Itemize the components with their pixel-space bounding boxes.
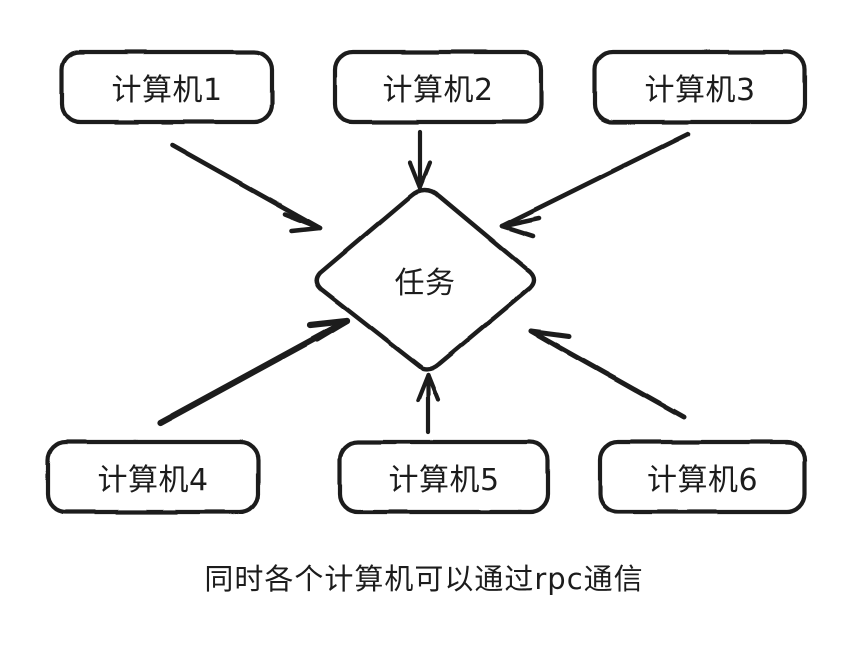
edge-computer-3-to-task bbox=[499, 131, 691, 239]
edge-computer-6-to-task bbox=[528, 328, 687, 420]
nodes-layer bbox=[45, 49, 808, 515]
node-computer-6[interactable] bbox=[597, 439, 808, 515]
node-computer-4[interactable] bbox=[45, 439, 261, 515]
edge-computer-1-to-task bbox=[169, 142, 323, 234]
edge-computer-4-to-task bbox=[156, 317, 351, 427]
node-computer-1[interactable] bbox=[59, 49, 275, 125]
edge-computer-5-to-task bbox=[415, 372, 441, 435]
center-node-layer bbox=[314, 187, 537, 372]
edge-computer-2-to-task bbox=[407, 129, 433, 191]
node-task-diamond[interactable] bbox=[314, 187, 537, 372]
node-computer-2[interactable] bbox=[332, 49, 544, 125]
node-computer-5[interactable] bbox=[337, 439, 551, 515]
edges-layer bbox=[156, 129, 691, 435]
node-computer-3[interactable] bbox=[592, 49, 808, 125]
diagram-caption: 同时各个计算机可以通过rpc通信 bbox=[204, 562, 644, 596]
